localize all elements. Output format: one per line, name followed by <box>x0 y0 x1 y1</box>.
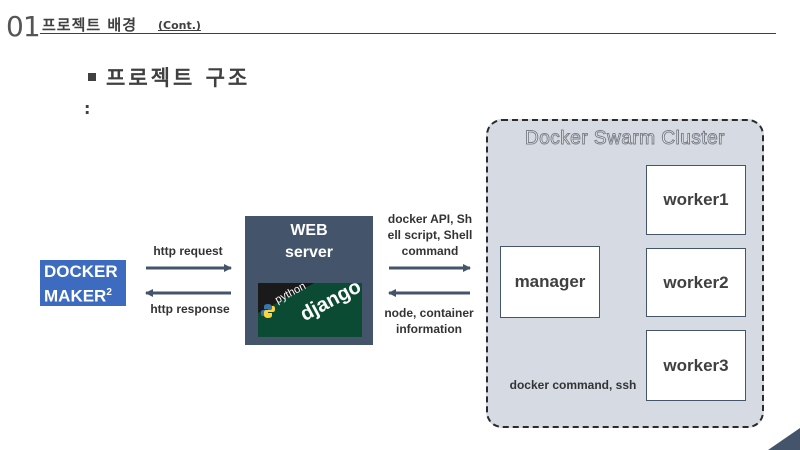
ssh-label: docker command, ssh <box>509 378 637 392</box>
http-request-label: http request <box>153 244 223 258</box>
slide-title: 프로젝트 배경 <box>42 16 138 34</box>
cluster-title: Docker Swarm Cluster <box>524 128 726 150</box>
api-label-line1: docker API, Sh <box>387 212 473 226</box>
info-label-line2: information <box>396 322 462 336</box>
api-label-line3: command <box>401 244 459 258</box>
python-django-badge: python django <box>258 283 362 337</box>
api-label-line2: ell script, Shell <box>387 228 473 242</box>
section-title: 프로젝트 구조 <box>106 66 251 90</box>
worker3-node: worker3 <box>646 330 746 401</box>
slide-title-cont: (Cont.) <box>158 19 201 32</box>
info-label-line1: node, container <box>384 306 474 320</box>
logo-line2: MAKER <box>44 286 107 306</box>
logo-line2-wrap: MAKER2 <box>44 282 126 307</box>
web-server-line2: server <box>284 244 334 261</box>
logo-line1: DOCKER <box>44 262 118 281</box>
corner-decoration <box>768 428 800 450</box>
python-logo-icon <box>261 304 275 318</box>
section-colon: : <box>84 99 91 118</box>
header-divider <box>40 33 776 34</box>
docker-maker-logo: DOCKER MAKER2 <box>40 260 126 306</box>
worker1-node: worker1 <box>646 165 746 235</box>
api-label: docker API, Sh ell script, Shell command <box>378 211 482 259</box>
info-label: node, container information <box>376 305 482 337</box>
logo-sup: 2 <box>106 287 112 298</box>
manager-node: manager <box>500 246 600 318</box>
web-server-line1: WEB <box>290 222 328 239</box>
web-server-title: WEB server <box>245 220 373 264</box>
worker2-node: worker2 <box>646 248 746 317</box>
http-response-label: http response <box>150 302 230 316</box>
square-bullet-icon <box>88 73 96 81</box>
slide-number: 01 <box>6 10 41 43</box>
